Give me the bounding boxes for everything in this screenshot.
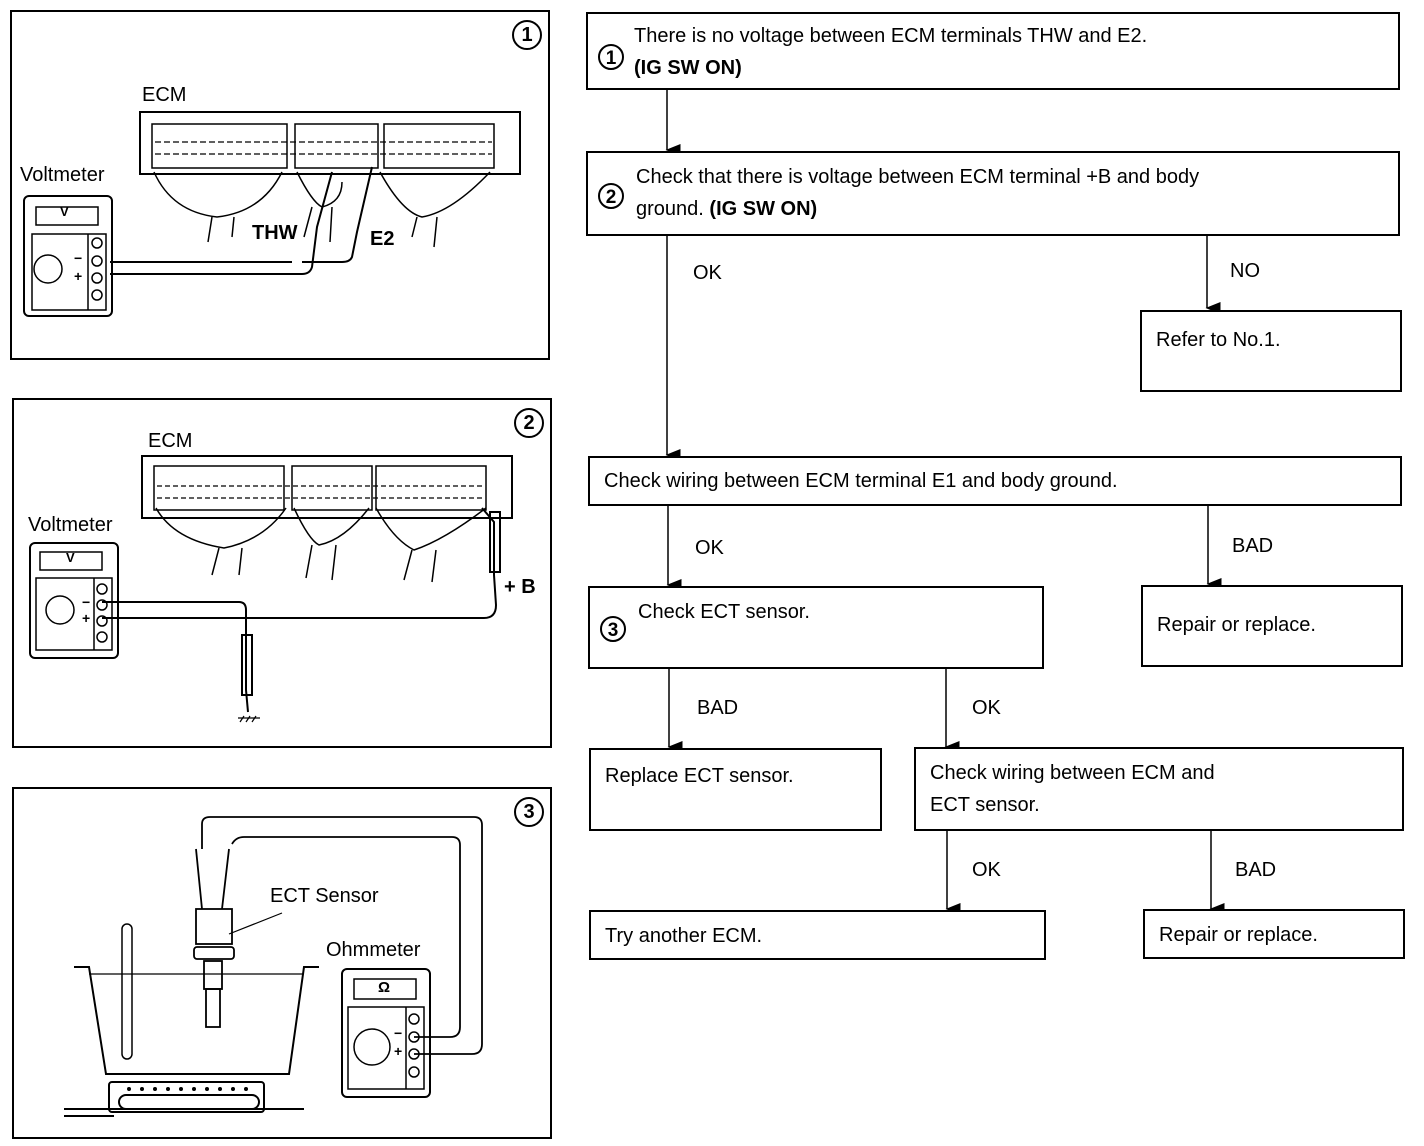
step-2-text: Check that there is voltage between ECM … xyxy=(636,166,1200,188)
ect-sensor-label: ECT Sensor xyxy=(270,885,379,907)
check-ect-wiring-text-cont: ECT sensor. xyxy=(930,794,1040,816)
check-e1-text: Check wiring between ECM terminal E1 and… xyxy=(604,470,1118,492)
probe-thw-label: THW xyxy=(252,222,298,244)
probe-e2-label: E2 xyxy=(370,228,395,250)
step-1-condition: (IG SW ON) xyxy=(634,57,742,79)
repair-text: Repair or replace. xyxy=(1159,924,1318,946)
edge-label-bad: BAD xyxy=(1232,535,1274,557)
illustration-panel-3: ECT Sensor Ohmmeter Ω − + 3 xyxy=(12,787,552,1139)
illustration-panel-2: ECM Voltmeter V + B − + 2 xyxy=(12,398,552,748)
minus-terminal-label: − xyxy=(82,594,91,610)
flow-refer-no1: Refer to No.1. xyxy=(1140,310,1402,392)
flow-check-e1-wiring: Check wiring between ECM terminal E1 and… xyxy=(588,456,1402,506)
panel-number-badge: 1 xyxy=(512,20,542,50)
minus-terminal-label: − xyxy=(394,1025,403,1041)
plus-terminal-label: + xyxy=(394,1043,403,1059)
replace-ect-text: Replace ECT sensor. xyxy=(605,765,794,787)
step-2-text-cont: ground. xyxy=(636,198,704,220)
step-number-badge: 2 xyxy=(598,183,624,209)
ecm-label: ECM xyxy=(148,430,193,452)
thermometer xyxy=(121,923,133,1060)
ohmmeter-ect-sensor-diagram xyxy=(64,816,483,1117)
repair-text: Repair or replace. xyxy=(1157,614,1316,636)
ohmmeter-label: Ohmmeter xyxy=(326,939,421,961)
minus-terminal-label: − xyxy=(74,250,83,266)
plus-terminal-label: + xyxy=(82,610,91,626)
ohmmeter xyxy=(341,968,431,1098)
edge-label-ok: OK xyxy=(972,697,1001,719)
panel-number-badge: 3 xyxy=(514,797,544,827)
ecm-unit xyxy=(141,455,513,519)
edge-label-bad: BAD xyxy=(697,697,739,719)
voltmeter-thw-e2-diagram xyxy=(23,111,521,317)
flow-check-ect-wiring: Check wiring between ECM and ECT sensor. xyxy=(914,747,1404,831)
ect-sensor xyxy=(195,908,233,945)
panel-number-badge: 2 xyxy=(514,408,544,438)
ecm-label: ECM xyxy=(142,84,187,106)
voltmeter xyxy=(23,195,113,317)
flow-step-3: 3 Check ECT sensor. xyxy=(588,586,1044,669)
ecm-unit xyxy=(139,111,521,175)
flow-step-1: 1 There is no voltage between ECM termin… xyxy=(586,12,1400,90)
try-ecm-text: Try another ECM. xyxy=(605,925,763,947)
step-3-text: Check ECT sensor. xyxy=(638,601,810,623)
edge-label-bad: BAD xyxy=(1235,859,1277,881)
edge-label-ok: OK xyxy=(693,262,722,284)
voltmeter-plus-b-diagram xyxy=(29,455,513,723)
flow-repair-replace-1: Repair or replace. xyxy=(1141,585,1403,667)
illustration-panel-1: ECM Voltmeter V THW E2 − + 1 xyxy=(10,10,550,360)
voltmeter xyxy=(29,542,119,659)
step-1-text: There is no voltage between ECM terminal… xyxy=(634,25,1148,47)
meter-display-label: Ω xyxy=(378,979,391,996)
edge-label-no: NO xyxy=(1230,260,1260,282)
flow-replace-ect: Replace ECT sensor. xyxy=(589,748,882,831)
step-number-badge: 1 xyxy=(598,44,624,70)
meter-display-label: V xyxy=(60,204,69,219)
flow-repair-replace-2: Repair or replace. xyxy=(1143,909,1405,959)
check-ect-wiring-text: Check wiring between ECM and xyxy=(930,762,1215,784)
flow-step-2: 2 Check that there is voltage between EC… xyxy=(586,151,1400,236)
water-pot xyxy=(74,966,319,1075)
voltmeter-label: Voltmeter xyxy=(28,514,113,536)
meter-display-label: V xyxy=(66,550,75,565)
edge-label-ok: OK xyxy=(972,859,1001,881)
step-number-badge: 3 xyxy=(600,616,626,642)
plus-terminal-label: + xyxy=(74,268,83,284)
probe-plus-b-label: + B xyxy=(504,576,536,598)
voltmeter-label: Voltmeter xyxy=(20,164,105,186)
step-2-condition: (IG SW ON) xyxy=(709,198,818,220)
flow-try-another-ecm: Try another ECM. xyxy=(589,910,1046,960)
edge-label-ok: OK xyxy=(695,537,724,559)
refer-text: Refer to No.1. xyxy=(1156,329,1281,351)
